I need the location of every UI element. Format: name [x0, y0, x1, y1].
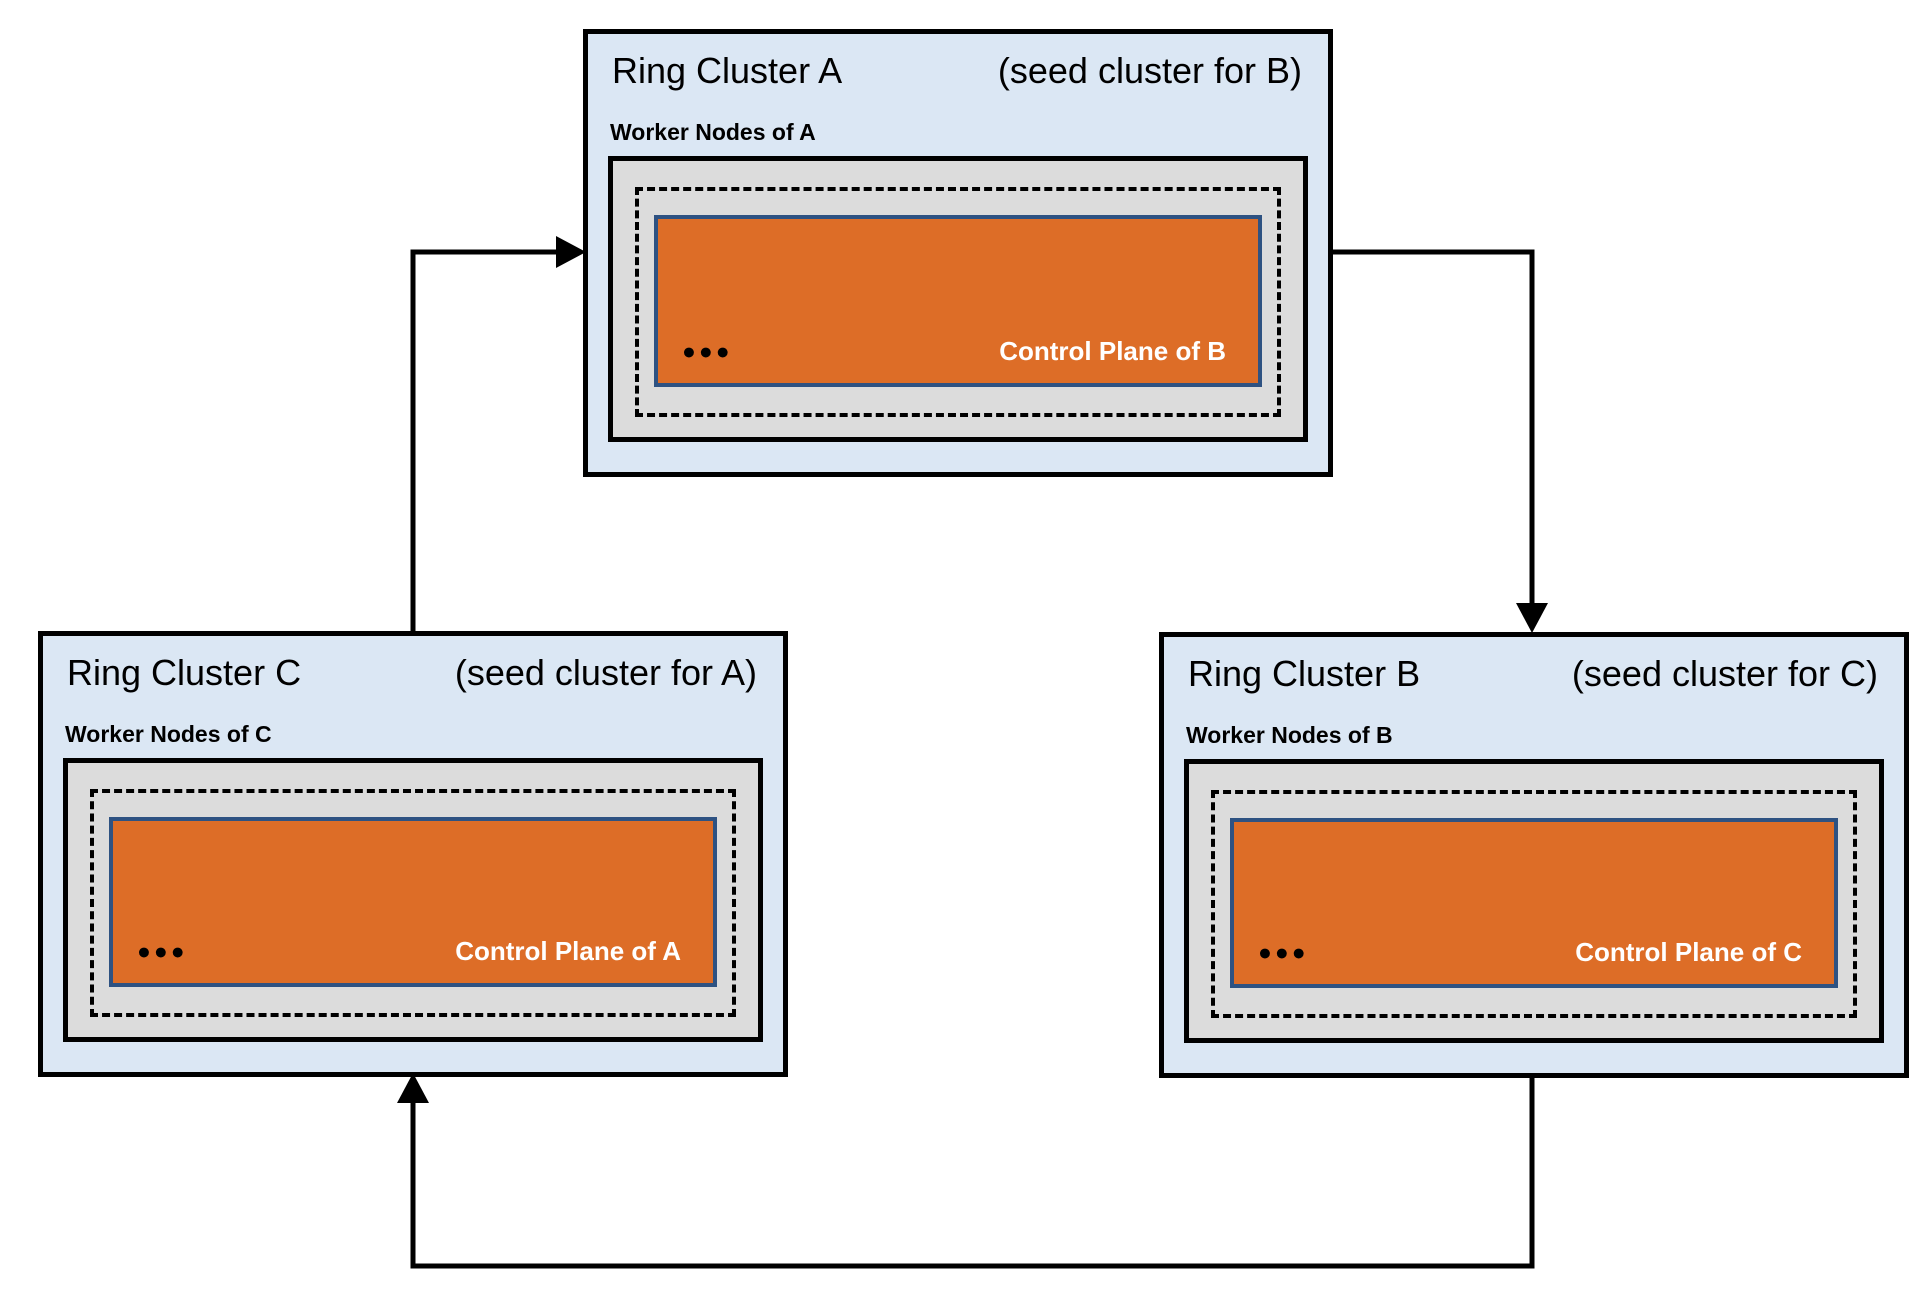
- arrow-c-to-a: [410, 236, 586, 631]
- cluster-c-header: Ring Cluster C (seed cluster for A): [43, 636, 783, 695]
- ellipsis-dots: ●●●: [682, 338, 733, 364]
- worker-nodes-label: Worker Nodes of C: [65, 721, 272, 747]
- dashed-boundary: ●●● Control Plane of B: [635, 187, 1281, 417]
- cluster-title: Ring Cluster B: [1188, 653, 1421, 694]
- arrow-b-to-c: [397, 1073, 1535, 1269]
- ellipsis-dots: ●●●: [137, 938, 188, 964]
- control-plane-label: Control Plane of B: [999, 335, 1226, 366]
- worker-nodes-box: ●●● Control Plane of A: [63, 758, 763, 1042]
- worker-nodes-box: ●●● Control Plane of C: [1184, 759, 1884, 1043]
- cluster-title: Ring Cluster C: [67, 652, 302, 693]
- arrow-a-to-b: [1333, 249, 1548, 633]
- cluster-c: Ring Cluster C (seed cluster for A) Work…: [38, 631, 788, 1077]
- worker-nodes-label: Worker Nodes of A: [610, 119, 816, 145]
- control-plane-box: ●●● Control Plane of C: [1230, 818, 1838, 988]
- worker-nodes-box: ●●● Control Plane of B: [608, 156, 1308, 442]
- cluster-b-header: Ring Cluster B (seed cluster for C): [1164, 637, 1904, 696]
- cluster-title: Ring Cluster A: [612, 50, 843, 91]
- worker-nodes-label: Worker Nodes of B: [1186, 722, 1393, 748]
- cluster-a: Ring Cluster A (seed cluster for B) Work…: [583, 29, 1333, 477]
- cluster-a-header: Ring Cluster A (seed cluster for B): [588, 34, 1328, 93]
- cluster-seed-note: (seed cluster for B): [997, 50, 1302, 91]
- cluster-seed-note: (seed cluster for A): [454, 652, 757, 693]
- control-plane-label: Control Plane of A: [455, 935, 681, 966]
- ellipsis-dots: ●●●: [1258, 939, 1309, 965]
- dashed-boundary: ●●● Control Plane of A: [90, 789, 736, 1017]
- control-plane-box: ●●● Control Plane of A: [109, 817, 717, 987]
- cluster-seed-note: (seed cluster for C): [1571, 653, 1878, 694]
- control-plane-box: ●●● Control Plane of B: [654, 215, 1262, 387]
- control-plane-label: Control Plane of C: [1575, 936, 1802, 967]
- cluster-b: Ring Cluster B (seed cluster for C) Work…: [1159, 632, 1909, 1078]
- dashed-boundary: ●●● Control Plane of C: [1211, 790, 1857, 1018]
